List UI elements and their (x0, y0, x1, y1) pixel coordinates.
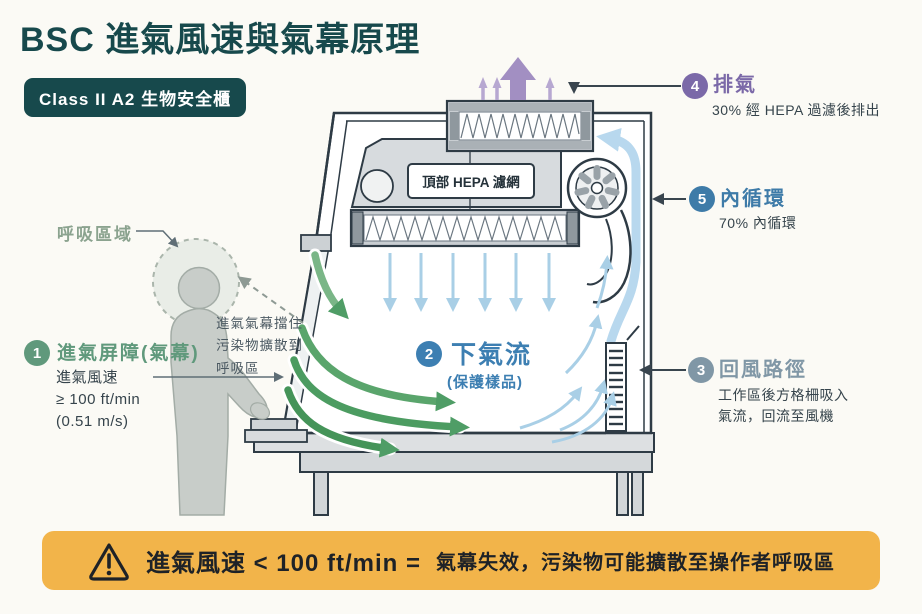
step1-circle: 1 (24, 340, 50, 366)
exhaust-arrows (478, 57, 555, 100)
step1-title: 進氣屏障(氣幕) (57, 343, 200, 364)
top-hepa-label: 頂部 HEPA 濾網 (407, 163, 535, 199)
breathing-zone-label: 呼吸區域 (57, 225, 133, 244)
step4-title: 排氣 (713, 74, 757, 96)
operator-hand (249, 402, 271, 420)
rear-grille (605, 325, 640, 432)
step3-circle: 3 (688, 357, 714, 383)
return-arrows (519, 255, 617, 444)
step1-subtext: 進氣風速 ≥ 100 ft/min (0.51 m/s) (56, 369, 141, 430)
step3-subtext: 工作區後方格柵吸入 氣流，回流至風機 (718, 387, 849, 424)
step2-circle: 2 (416, 341, 442, 367)
warning-text-strong: 進氣風速 < 100 ft/min = (145, 550, 422, 577)
step3-title: 回風路徑 (719, 359, 807, 381)
warning-triangle-icon (89, 542, 129, 581)
step4-subtext: 30% 經 HEPA 過濾後排出 (712, 102, 881, 118)
step2-title: 下氣流 (451, 341, 533, 369)
operator-head (177, 266, 221, 310)
warning-banner: 進氣風速 < 100 ft/min = 氣幕失效，污染物可能擴散至操作者呼吸區 (42, 531, 880, 590)
exhaust-hepa-filter (445, 99, 595, 153)
step4-circle: 4 (682, 73, 708, 99)
step5-circle: 5 (689, 186, 715, 212)
step5-title: 內循環 (720, 188, 786, 210)
recirculation-path (596, 127, 641, 346)
cabinet-stand (253, 432, 655, 516)
downflow-hepa-filter (349, 208, 581, 248)
warning-text-rest: 氣幕失效，污染物可能擴散至操作者呼吸區 (436, 552, 836, 574)
page-title: BSC 進氣風速與氣幕原理 (20, 21, 421, 59)
step5-subtext: 70% 內循環 (719, 215, 797, 231)
label-connectors (568, 82, 686, 376)
fan-icon (566, 157, 632, 304)
contamination-blocked-arrow (237, 276, 304, 324)
downflow-arrows (383, 253, 556, 312)
breathing-zone-pointer (136, 230, 179, 248)
step2-subtext: (保護樣品) (447, 374, 523, 391)
front-ledge (250, 418, 298, 431)
class-badge: Class II A2 生物安全櫃 (24, 78, 247, 117)
inflow-arrows (281, 248, 470, 458)
operator-figure (152, 238, 271, 516)
air-curtain-note: 進氣氣幕擋住 污染物擴散到 呼吸區 (216, 316, 303, 376)
plenum-port (360, 169, 394, 203)
